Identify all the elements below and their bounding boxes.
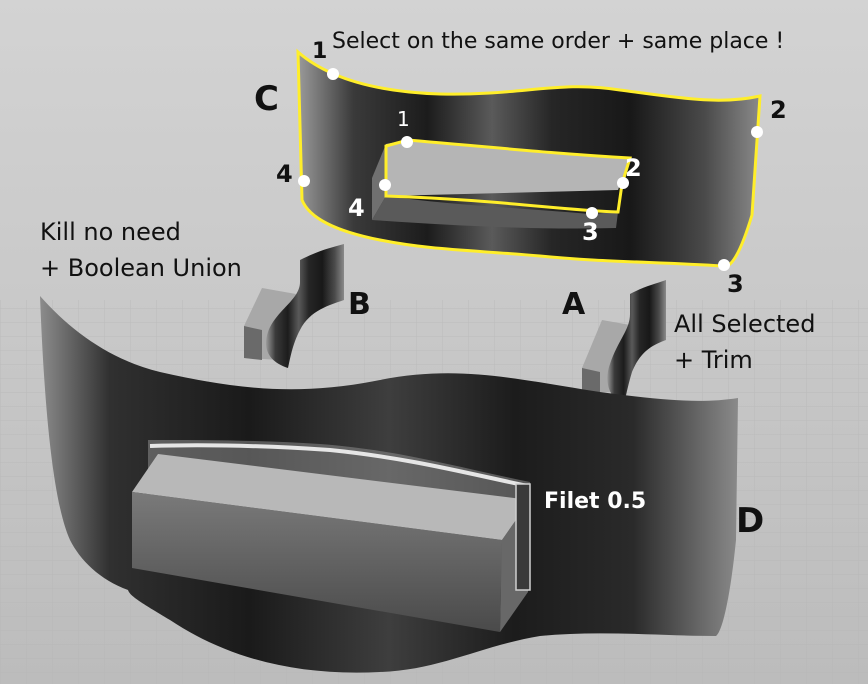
inner-point-2-dot[interactable] xyxy=(617,177,629,189)
slot-box[interactable] xyxy=(372,138,632,229)
outer-point-1-label: 1 xyxy=(312,39,327,64)
label-d: D xyxy=(736,501,764,541)
note-all-selected: All Selected xyxy=(674,310,815,338)
outer-point-3-dot[interactable] xyxy=(718,259,730,271)
part-b[interactable] xyxy=(244,244,344,368)
inner-point-4-label: 4 xyxy=(348,194,365,222)
outer-point-2-label: 2 xyxy=(770,96,787,124)
note-kill: Kill no need xyxy=(40,218,181,246)
label-b: B xyxy=(348,287,371,322)
outer-point-2-dot[interactable] xyxy=(751,126,763,138)
inner-point-2-label: 2 xyxy=(625,154,642,182)
label-a: A xyxy=(562,287,586,322)
surface-d[interactable] xyxy=(40,296,738,673)
inner-point-1-label: 1 xyxy=(397,107,410,131)
inner-point-1-dot[interactable] xyxy=(401,136,413,148)
inner-point-3-label: 3 xyxy=(582,218,599,246)
label-c: C xyxy=(254,79,279,119)
inner-point-3-dot[interactable] xyxy=(586,207,598,219)
note-boolean-union: + Boolean Union xyxy=(40,254,242,282)
surface-c[interactable] xyxy=(296,48,762,269)
outer-point-1-dot[interactable] xyxy=(327,68,339,80)
instruction-text: Select on the same order + same place ! xyxy=(332,29,784,54)
outer-points: 1 2 3 4 xyxy=(276,39,787,298)
inner-point-4-dot[interactable] xyxy=(379,179,391,191)
note-filet: Filet 0.5 xyxy=(544,489,646,514)
inner-points: 1 2 3 4 xyxy=(348,107,642,246)
outer-point-4-label: 4 xyxy=(276,160,293,188)
box[interactable] xyxy=(132,454,531,632)
outer-point-3-label: 3 xyxy=(727,270,744,298)
outer-point-4-dot[interactable] xyxy=(298,175,310,187)
note-trim: + Trim xyxy=(674,346,753,374)
